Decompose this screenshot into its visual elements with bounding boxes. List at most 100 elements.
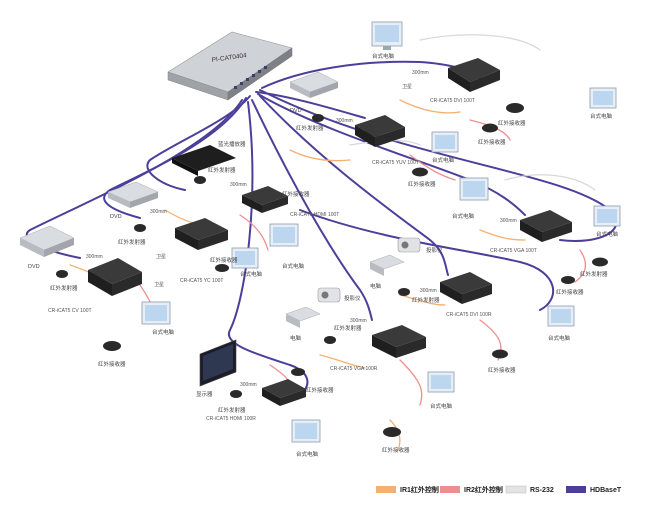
ir-tx-label: 红外发射器: [334, 324, 362, 332]
ir-rx-dvi-r: 红外发射器: [398, 288, 440, 304]
extender-yuv-100t: CR-iCAT5 YUV 100T: [355, 115, 419, 166]
ir1-cable: [319, 354, 366, 369]
ir2-cable: [574, 249, 587, 283]
ir-tx-label: 红外发射器: [50, 284, 78, 292]
ir1-cable: [389, 419, 401, 451]
legend-label-ir2: IR2红外控制: [464, 485, 503, 494]
extender-hdmi-100t-label: CR-iCAT5 HDMI 100T: [290, 212, 339, 218]
ir-rx-vga: 红外接收器: [556, 276, 584, 296]
ir-rx-cv: 红外接收器: [98, 341, 126, 368]
projector-label: 投影仪: [426, 246, 443, 254]
ir-rx-label: 红外接收器: [306, 386, 334, 394]
legend-swatch-hdbaset: [566, 486, 586, 493]
pc-dvi-right: 台式电脑: [589, 87, 617, 120]
cable300-label: 300mm: [240, 382, 257, 388]
legend-swatch-rs232: [505, 485, 527, 494]
extender-cv-100t: CR-iCAT5 CV 100T: [48, 258, 142, 314]
cable-to-hdmi-100t: [146, 95, 251, 191]
ir1-cable: [289, 149, 351, 162]
cable300-label: 300mm: [500, 218, 517, 224]
extender-hdmi-100t: CR-iCAT5 HDMI 100T: [242, 186, 339, 218]
ir-tx-hdmi-r: 红外发射器: [218, 390, 246, 414]
extender-yc-100t-label: CR-iCAT5 YC 100T: [180, 278, 223, 284]
cable300-label: 300mm: [230, 182, 247, 188]
ir-rx-label: 红外接收器: [210, 256, 238, 264]
ir-rx-label: 红外接收器: [408, 180, 436, 188]
legend-label-ir1: IR1红外控制: [400, 485, 439, 494]
pc-label: 台式电脑: [296, 450, 319, 458]
ir-rx-yuv: 红外接收器: [408, 167, 436, 188]
ir-rx-dvi-r2: 红外接收器: [488, 349, 516, 374]
ir-tx-label: 红外发射器: [118, 238, 146, 246]
ir-tx-label: 红外发射器: [218, 406, 246, 414]
dvd-label: DVD: [110, 214, 122, 220]
extender-dvi-100t: CR-iCAT5 DVI 100T: [430, 58, 500, 104]
ir-sensor-vga: 红外发射器: [580, 257, 608, 278]
extender-vga-100t-label: CR-iCAT5 VGA 100T: [490, 248, 537, 254]
ir-tx-yuv: 红外发射器: [296, 114, 324, 132]
cable-to-vga-100r: [251, 99, 373, 321]
pc-vga-r: 台式电脑: [427, 371, 455, 410]
rs232-cable: [504, 174, 596, 191]
cable-to-dvi-100r: [259, 95, 449, 276]
hub-label: PI-CAT0404: [211, 52, 247, 64]
sat-label: 卫星: [402, 84, 412, 90]
comp-label: 电脑: [370, 282, 382, 290]
pc-label: 台式电脑: [596, 230, 619, 238]
cable300-label: 300mm: [86, 254, 103, 260]
ir-rx-vga-r2: 红外接收器: [382, 427, 410, 454]
ir-tx-label: 红外发射器: [296, 124, 324, 132]
extender-dvi-100r-label: CR-iCAT5 DVI 100R: [446, 312, 492, 318]
pc-label: 台式电脑: [240, 270, 263, 278]
pc-hdmi-r: 台式电脑: [291, 419, 321, 458]
cable300-label: 300mm: [412, 70, 429, 76]
pc-label: 台式电脑: [590, 112, 613, 120]
dvd-mid: DVD: [107, 181, 159, 220]
sat-label: 卫星: [156, 254, 166, 260]
extender-yc-100t: CR-iCAT5 YC 100T: [175, 218, 228, 284]
ir2-cable: [409, 154, 456, 181]
pc-yc: 台式电脑: [231, 247, 263, 278]
ir1-cable: [399, 294, 446, 306]
projector-top: 投影仪: [397, 237, 443, 254]
legend-label-hdbaset: HDBaseT: [590, 487, 622, 494]
ir-tx-label: 红外发射器: [208, 166, 236, 174]
extender-vga-100r: CR-iCAT5 VGA 100R: [330, 325, 426, 372]
ir2-cable: [239, 214, 269, 251]
ir-rx-label: 红外接收器: [488, 366, 516, 374]
cable300-label: 300mm: [336, 118, 353, 124]
cable-loop-mid: [299, 209, 555, 311]
pc-label: 台式电脑: [432, 156, 455, 164]
extender-dvi-100r: CR-iCAT5 DVI 100R: [440, 272, 492, 318]
monitor: 显示器: [196, 339, 237, 398]
ir-rx-label: 红外接收器: [498, 119, 526, 127]
ir-tx-vga-r: 红外发射器: [324, 324, 362, 344]
pc-yuv: 台式电脑: [431, 131, 459, 164]
projector-mid: 投影仪: [317, 287, 361, 303]
dvd-left: DVD: [19, 225, 75, 270]
extender-yuv-100t-label: CR-iCAT5 YUV 100T: [372, 160, 419, 166]
ir-tx-label: 红外发射器: [412, 296, 440, 304]
ir-rx-label: 红外接收器: [556, 288, 584, 296]
cable300-label: 300mm: [420, 288, 437, 294]
monitor-label: 显示器: [196, 391, 213, 398]
pc-cv: 台式电脑: [141, 301, 175, 336]
legend: IR1红外控制 IR2红外控制 RS-232 HDBaseT: [376, 485, 622, 494]
pc-hdmi: 台式电脑: [269, 223, 305, 270]
pc-dvi-top: 台式电脑: [371, 21, 403, 60]
sat-label: 卫星: [154, 282, 164, 288]
extender-dvi-100t-label: CR-iCAT5 DVI 100T: [430, 98, 475, 104]
rs232-cable: [419, 34, 541, 51]
legend-swatch-ir1: [376, 486, 396, 493]
ir-tx-yc: 红外发射器: [118, 224, 146, 246]
ir-sensor-top: 红外接收器: [498, 103, 526, 127]
extender-cv-100t-label: CR-iCAT5 CV 100T: [48, 308, 92, 314]
projector-label: 投影仪: [344, 294, 361, 302]
dvd-top: DVD: [289, 71, 339, 114]
comp-label: 电脑: [290, 334, 302, 342]
pc-label: 台式电脑: [430, 402, 453, 410]
hdbaset-cables: [25, 60, 618, 396]
bluray-player: 蓝光播放器: [172, 140, 246, 176]
extender-vga-100t: CR-iCAT5 VGA 100T: [490, 210, 572, 254]
